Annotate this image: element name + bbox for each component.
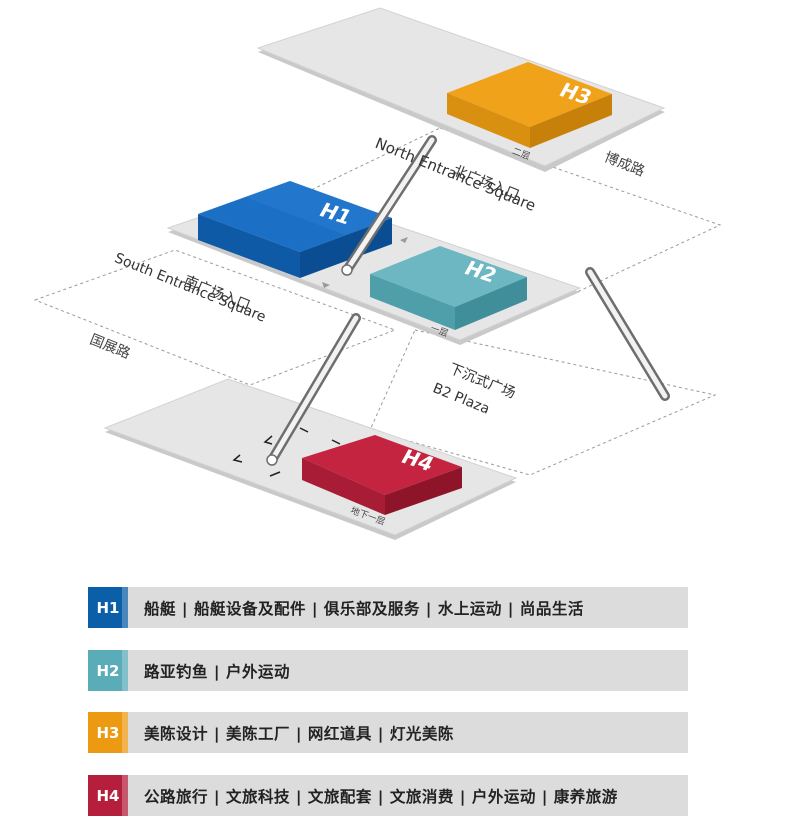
- arrow-marker: [400, 237, 408, 243]
- h4-side-right: [385, 467, 462, 515]
- legend-text-h3: 美陈设计 | 美陈工厂 | 网红道具 | 灯光美陈: [144, 724, 454, 743]
- h2-top: [370, 246, 527, 307]
- legend-row-h2: H2 路亚钓鱼 | 户外运动: [88, 650, 688, 691]
- road-label-bocheng: 博成路: [602, 148, 647, 179]
- h3-top: [447, 62, 612, 127]
- h3-side-left: [447, 93, 530, 148]
- legend-badge-h4: H4: [88, 775, 128, 816]
- h4-side-left: [302, 458, 385, 515]
- legend-badge-h3: H3: [88, 712, 128, 753]
- escalator-side: [585, 267, 670, 401]
- legend-badge-h1: H1: [88, 587, 128, 628]
- legend-text-h4: 公路旅行 | 文旅科技 | 文旅配套 | 文旅消费 | 户外运动 | 康养旅游: [144, 787, 618, 806]
- road-label-guozhan: 国展路: [87, 332, 132, 363]
- dashed-outline-south: [33, 249, 397, 386]
- h2-side-left: [370, 274, 455, 330]
- hall-h4-block[interactable]: [302, 435, 462, 515]
- escalator-top-to-middle: [341, 135, 437, 276]
- hall-h2-block[interactable]: [370, 246, 527, 330]
- legend-text-h1: 船艇 | 船艇设备及配件 | 俱乐部及服务 | 水上运动 | 尚品生活: [144, 599, 584, 618]
- legend-row-h3: H3 美陈设计 | 美陈工厂 | 网红道具 | 灯光美陈: [88, 712, 688, 753]
- dashed-outline-b2: [369, 329, 717, 476]
- legend-row-h1: H1 船艇 | 船艇设备及配件 | 俱乐部及服务 | 水上运动 | 尚品生活: [88, 587, 688, 628]
- corner-marks: [232, 427, 341, 477]
- floor-plan-diagram: H3 二层 博成路 H1 H2 一层 H4 地下一层: [33, 7, 722, 540]
- legend-row-h4: H4 公路旅行 | 文旅科技 | 文旅配套 | 文旅消费 | 户外运动 | 康养…: [88, 775, 688, 816]
- h4-top: [302, 435, 462, 495]
- hall-h3-block[interactable]: [447, 62, 612, 148]
- h3-side-right: [530, 94, 612, 148]
- h2-side-right: [455, 277, 527, 330]
- legend-badge-h2: H2: [88, 650, 128, 691]
- legend-text-h2: 路亚钓鱼 | 户外运动: [144, 662, 290, 681]
- arrow-marker: [322, 282, 330, 288]
- escalator-middle-to-bottom: [266, 313, 361, 466]
- h1-side-left: [198, 214, 300, 278]
